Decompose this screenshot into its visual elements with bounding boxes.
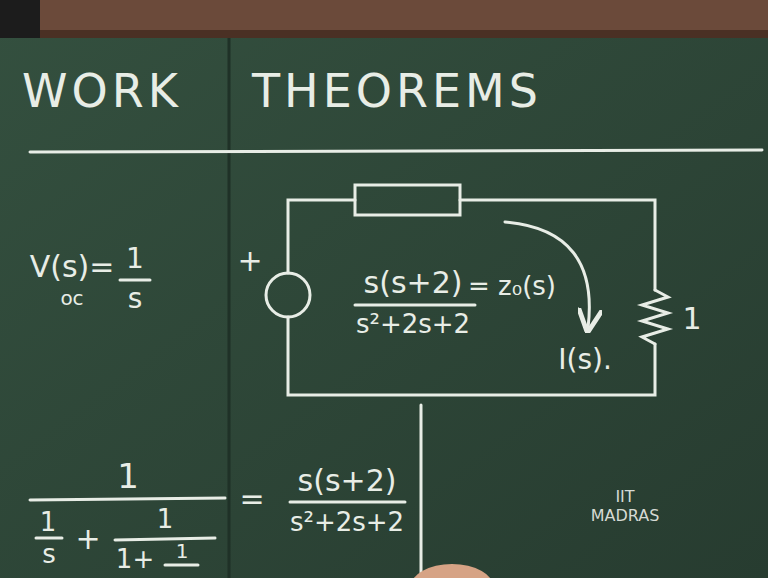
fraction-bar	[165, 564, 198, 567]
wire	[288, 317, 655, 395]
denominator: s	[42, 540, 56, 569]
denominator: 1+	[116, 545, 154, 574]
frame-edge	[0, 30, 768, 38]
voltage-label: V(s)=	[30, 250, 115, 283]
numerator: 1	[40, 508, 57, 537]
equals-sign: =	[239, 482, 264, 515]
voltage-source-symbol	[266, 273, 310, 317]
subscript: oc	[60, 287, 83, 309]
fraction-bar	[115, 538, 215, 540]
title-underline	[30, 150, 762, 152]
impedance-label: = z₀(s)	[468, 272, 556, 301]
fraction-bar	[30, 498, 225, 500]
numerator: 1	[117, 458, 139, 495]
current-label: I(s).	[558, 345, 612, 376]
operator: +	[75, 522, 100, 555]
numerator: 1	[157, 505, 174, 534]
divider-line	[420, 405, 423, 578]
watermark: MADRAS	[591, 507, 660, 525]
numerator: 1	[126, 244, 144, 275]
fraction-bar	[290, 501, 405, 504]
board-title: WORK THEOREMS	[22, 66, 542, 117]
impedance-symbol	[355, 185, 460, 215]
fraction-bar	[120, 279, 150, 282]
wire	[288, 200, 355, 273]
fraction-bar	[355, 304, 475, 307]
denominator: s	[128, 284, 143, 315]
resistor-symbol	[642, 290, 668, 344]
numerator: s(s+2)	[298, 464, 397, 497]
resistance-value: 1	[682, 302, 701, 335]
board-divider	[228, 38, 231, 578]
denominator: s²+2s+2	[290, 508, 404, 537]
board-frame	[0, 0, 768, 38]
hand	[410, 564, 494, 578]
polarity-sign: +	[237, 244, 262, 277]
watermark: IIT	[615, 488, 634, 506]
chalk-strokes	[30, 150, 762, 578]
numerator: 1	[176, 540, 189, 562]
numerator: s(s+2)	[364, 266, 463, 299]
corner-shadow	[0, 0, 40, 38]
denominator: s²+2s+2	[356, 310, 470, 339]
